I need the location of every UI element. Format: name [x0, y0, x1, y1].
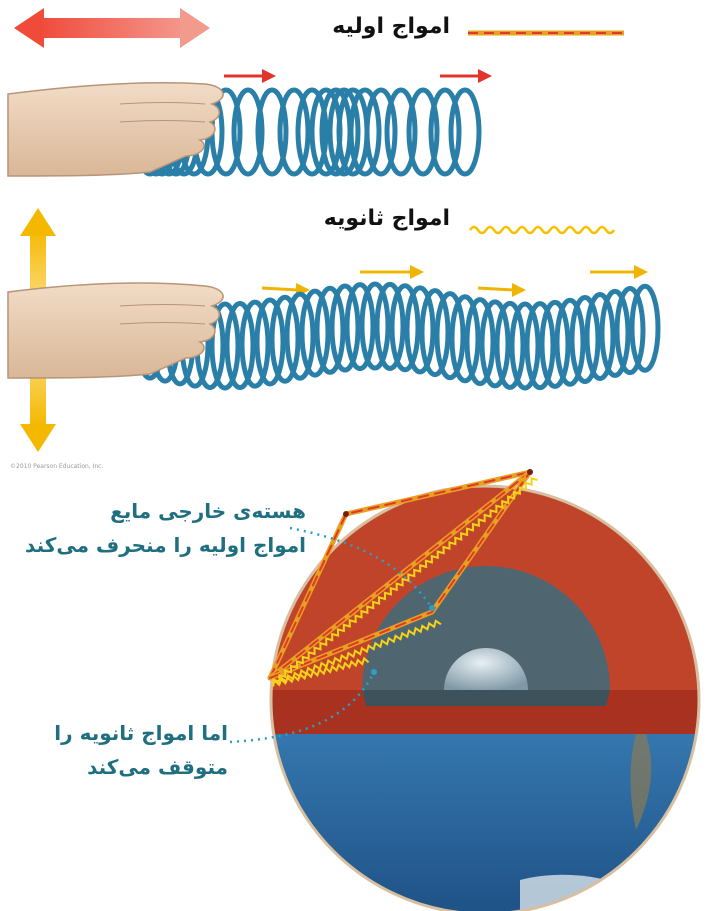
primary-direction-arrow: [224, 69, 276, 83]
copyright-text: ©2010 Pearson Education, Inc.: [10, 463, 103, 470]
annotation-line: هسته‌ی خارجی مایع: [6, 494, 306, 528]
annotation-line: اما امواج ثانویه را: [18, 716, 228, 750]
annotation-line: متوقف می‌کند: [18, 750, 228, 784]
primary-wave-legend-label: امواج اولیه: [300, 14, 450, 39]
secondary-wave-legend-label: امواج ثانویه: [280, 206, 450, 231]
liquid-core-annotation: هسته‌ی خارجی مایع امواج اولیه را منحرف م…: [6, 494, 306, 562]
horizontal-motion-arrow: [14, 8, 210, 48]
hand-top: [8, 83, 223, 176]
secondary-wave-legend-symbol: [470, 227, 614, 233]
secondary-stop-annotation: اما امواج ثانویه را متوقف می‌کند: [18, 716, 228, 784]
spring-coil: [451, 90, 479, 174]
annotation-line: امواج اولیه را منحرف می‌کند: [6, 528, 306, 562]
primary-direction-arrow: [440, 69, 492, 83]
wave-marker: [527, 469, 533, 475]
wave-marker: [343, 511, 349, 517]
